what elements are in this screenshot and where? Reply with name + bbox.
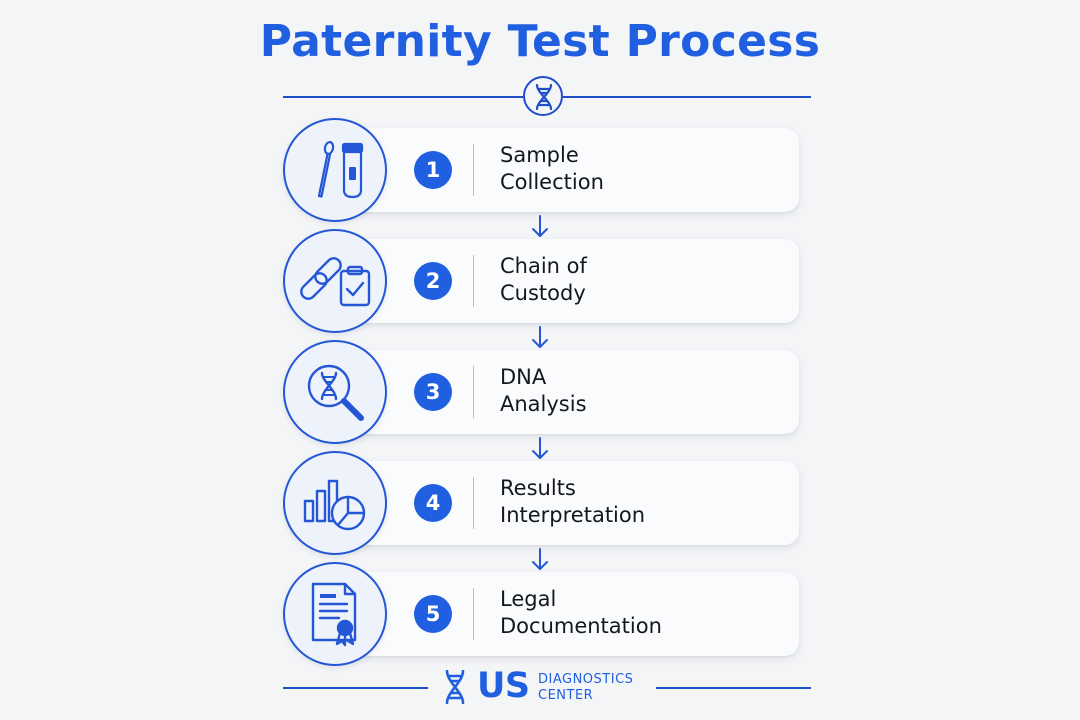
title-divider-right	[563, 96, 811, 98]
certificate-document-icon	[311, 582, 357, 647]
step-card	[331, 461, 799, 545]
dna-icon	[445, 670, 465, 704]
step-label-line: Collection	[500, 170, 604, 194]
step-label-line: Legal	[500, 587, 557, 611]
down-arrow-icon	[532, 437, 548, 459]
down-arrow-icon	[532, 215, 548, 237]
step-label-line: Interpretation	[500, 503, 646, 527]
step-number-badge: 2	[414, 262, 452, 300]
step-number-badge: 5	[414, 595, 452, 633]
step-label-line: Chain of	[500, 254, 587, 278]
step-icon-badge	[283, 229, 387, 333]
chain-link-clipboard-icon	[300, 257, 371, 307]
step-card	[331, 350, 799, 434]
step-icon-badge	[283, 340, 387, 444]
swab-and-tube-icon	[317, 140, 364, 199]
brand-subtitle-line: DIAGNOSTICS	[538, 672, 634, 687]
step-label-line: Custody	[500, 281, 586, 305]
step-number-badge: 4	[414, 484, 452, 522]
brand-subtitle-line: CENTER	[538, 688, 594, 703]
page-title: Paternity Test Process	[259, 16, 821, 67]
step-icon-badge	[283, 451, 387, 555]
step-number-badge: 1	[414, 151, 452, 189]
brand-subtitle: DIAGNOSTICS CENTER	[538, 672, 633, 704]
bar-pie-chart-icon	[303, 479, 366, 531]
magnifier-dna-icon	[307, 364, 364, 421]
footer-divider-right	[656, 687, 811, 689]
step-divider	[473, 477, 474, 529]
step-label: Results Interpretation	[500, 475, 790, 529]
step-label: Legal Documentation	[500, 586, 790, 640]
step-1: 1 Sample Collection	[283, 118, 803, 222]
step-number-badge: 3	[414, 373, 452, 411]
down-arrow-icon	[532, 548, 548, 570]
step-label: Chain of Custody	[500, 253, 790, 307]
step-icon-badge	[283, 562, 387, 666]
step-divider	[473, 144, 474, 196]
step-divider	[473, 366, 474, 418]
step-label-line: Results	[500, 476, 576, 500]
step-label-line: DNA	[500, 365, 547, 389]
step-card	[331, 128, 799, 212]
step-label-line: Sample	[500, 143, 579, 167]
step-2: 2 Chain of Custody	[283, 229, 803, 333]
footer-divider-left	[283, 687, 428, 689]
step-divider	[473, 255, 474, 307]
down-arrow-icon	[532, 326, 548, 348]
step-card	[331, 239, 799, 323]
dna-icon	[535, 84, 553, 110]
step-divider	[473, 588, 474, 640]
step-card	[331, 572, 799, 656]
step-4: 4 Results Interpretation	[283, 451, 803, 555]
step-label-line: Documentation	[500, 614, 662, 638]
step-label-line: Analysis	[500, 392, 587, 416]
brand-name: US	[477, 666, 530, 706]
step-label: DNA Analysis	[500, 364, 790, 418]
step-label: Sample Collection	[500, 142, 790, 196]
step-icon-badge	[283, 118, 387, 222]
title-divider-left	[283, 96, 523, 98]
dna-badge	[523, 76, 563, 116]
footer-logo: US DIAGNOSTICS CENTER	[443, 666, 653, 708]
step-5: 5 Legal Documentation	[283, 562, 803, 666]
step-3: 3 DNA Analysis	[283, 340, 803, 444]
